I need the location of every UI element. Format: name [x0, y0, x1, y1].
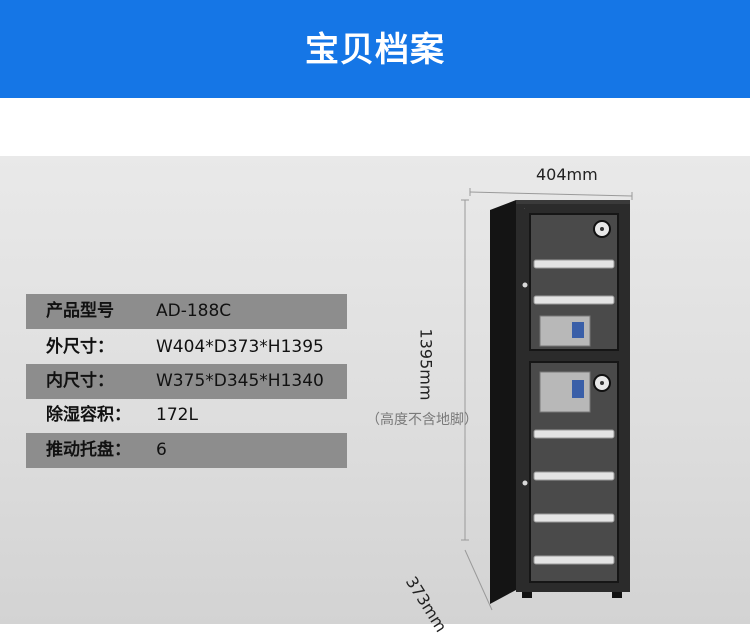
spec-row-volume: 除湿容积： 172L [26, 398, 347, 433]
cabinet-foot [612, 592, 622, 598]
spec-key: 内尺寸： [46, 371, 114, 391]
lock-icon [522, 480, 528, 486]
tray [533, 259, 615, 269]
spec-value: 172L [156, 405, 198, 425]
spec-value: AD-188C [156, 301, 232, 321]
spec-value: W375*D345*H1340 [156, 371, 324, 391]
dehumidifier-module [539, 315, 591, 347]
svg-text:·: · [524, 206, 525, 211]
page-title: 宝贝档案 [305, 30, 445, 70]
cabinet-foot [522, 592, 532, 598]
dimension-lines [461, 188, 633, 611]
tray [533, 513, 615, 523]
header-banner: 宝贝档案 [0, 0, 750, 98]
spec-row-outer-size: 外尺寸： W404*D373*H1395 [26, 330, 347, 365]
spec-row-inner-size: 内尺寸： W375*D345*H1340 [26, 364, 347, 399]
tray [533, 471, 615, 481]
trays [533, 259, 615, 565]
spec-key: 外尺寸： [46, 337, 114, 357]
width-dimension-label: 404mm [536, 165, 598, 184]
cabinet-side [490, 200, 516, 604]
hygrometer-icon [593, 374, 611, 392]
hygrometer-icon [593, 220, 611, 238]
spec-row-model: 产品型号 AD-188C [26, 294, 347, 329]
height-note: （高度不含地脚） [366, 412, 478, 428]
spec-key: 推动托盘： [46, 440, 131, 460]
tray [533, 295, 615, 305]
spec-row-trays: 推动托盘： 6 [26, 433, 347, 468]
spec-key: 产品型号 [46, 301, 114, 321]
tray [533, 555, 615, 565]
spec-value: 6 [156, 440, 167, 460]
lock-icon [522, 282, 528, 288]
height-dimension-label: 1395mm [416, 328, 436, 401]
spec-value: W404*D373*H1395 [156, 337, 324, 357]
dehumidifier-module [539, 371, 591, 413]
tray [533, 429, 615, 439]
spec-key: 除湿容积： [46, 405, 131, 425]
